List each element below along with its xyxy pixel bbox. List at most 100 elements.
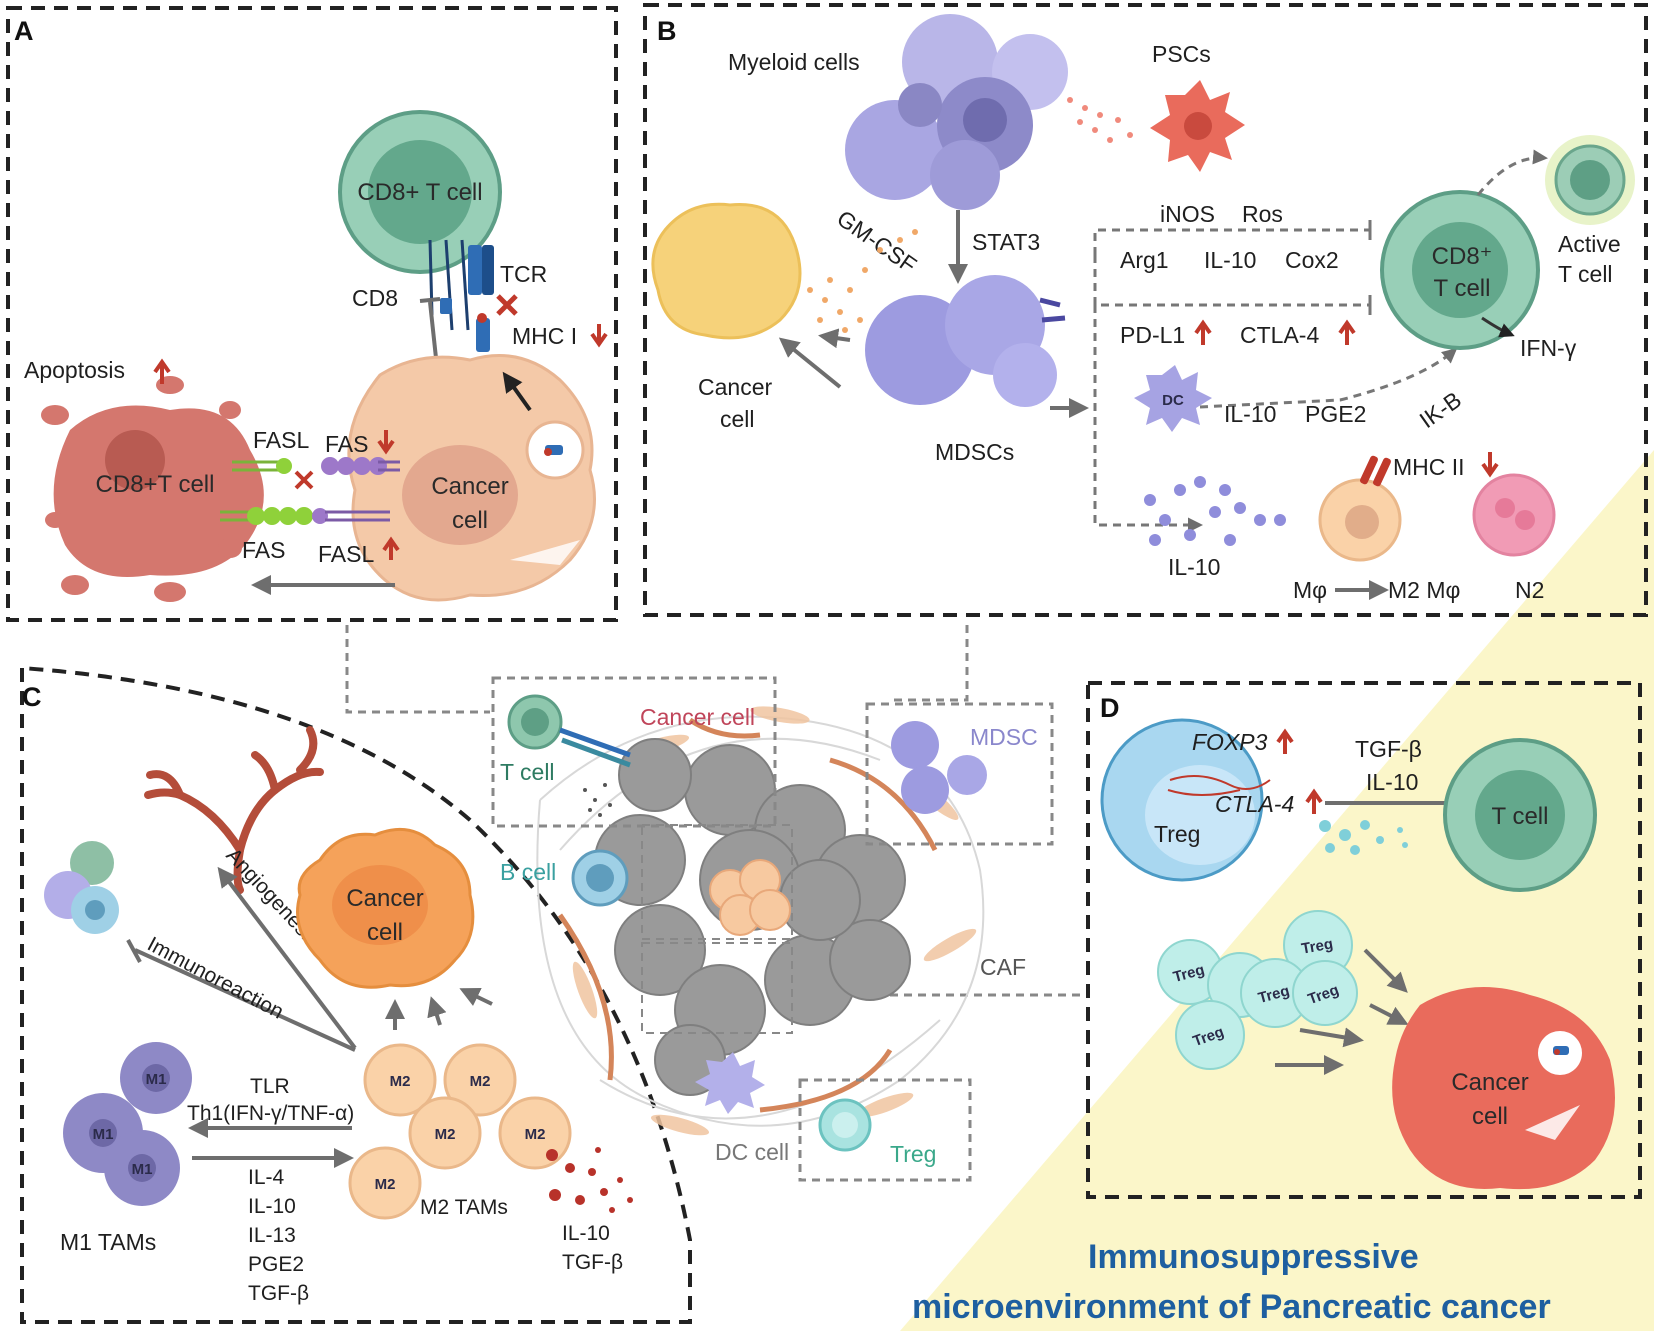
cancer-cell-a: Cancer cell (347, 354, 596, 602)
cancer-d-line2: cell (1472, 1103, 1508, 1130)
m2-label: M2 (435, 1126, 456, 1143)
center-bcell-label: B cell (500, 859, 556, 885)
immunoreaction-label: Immunoreaction (143, 933, 287, 1024)
foxp3-label: FOXP3 (1192, 729, 1268, 755)
ikb-label: IK-B (1415, 386, 1467, 433)
m1-tams: M1 M1 M1 (63, 1042, 192, 1206)
connector-lines (345, 625, 1085, 997)
up-arrow-icon (1305, 788, 1323, 814)
m1-label: M1 (93, 1126, 114, 1143)
center-t-cell (507, 694, 692, 817)
center-tcell-label: T cell (500, 759, 555, 785)
cancer-c-line1: Cancer (346, 885, 423, 912)
il10-dots (1144, 476, 1286, 546)
up-arrow-icon (153, 358, 171, 384)
mdscs-label: MDSCs (935, 439, 1014, 465)
center-cancer-label: Cancer cell (640, 704, 755, 730)
active-line1: Active (1558, 231, 1621, 257)
fasl-top-label: FASL (253, 427, 309, 453)
cd8-b-line2: T cell (1434, 275, 1491, 302)
ros-label: Ros (1242, 201, 1283, 227)
active-t-cell (1545, 135, 1635, 225)
cytokine-left-1: IL-10 (248, 1195, 296, 1218)
cancer-b-line2: cell (720, 406, 755, 432)
psc-secretion-dots (1067, 97, 1133, 143)
cancer-cell-b (651, 202, 802, 340)
center-mdsc-label: MDSC (970, 724, 1038, 750)
dc-cell-b: DC (1134, 365, 1212, 432)
m2-label: M2 (390, 1073, 411, 1090)
tcr-label: TCR (500, 261, 547, 287)
m2-tams: M2 M2 M2 M2 M2 (348, 1043, 572, 1220)
up-arrow-icon (1276, 728, 1294, 754)
m2-label: M2 (375, 1176, 396, 1193)
gmcsf-dots (807, 229, 918, 333)
fas-top-label: FAS (325, 431, 368, 457)
cytokine-left-4: TGF-β (248, 1282, 309, 1305)
cancer-b-line1: Cancer (698, 374, 772, 400)
tcr-receptor (444, 239, 494, 352)
down-arrow-icon (377, 430, 395, 455)
m2-label: M2 (525, 1126, 546, 1143)
mhc2-label: MHC II (1393, 454, 1465, 480)
cd8-t-cell-label: CD8+ T cell (357, 179, 482, 206)
pdl1-label: PD-L1 (1120, 322, 1185, 348)
ctla4-d-label: CTLA-4 (1215, 791, 1294, 817)
t-cell-d-label: T cell (1492, 803, 1549, 830)
cytokine-left-2: IL-13 (248, 1224, 296, 1247)
panel-a-letter: A (14, 16, 34, 46)
panel-b: B Myeloid cells PSCs Cancer cell GM-C (643, 3, 1648, 617)
m1-label: M1 (146, 1071, 167, 1088)
cancer-d-line1: Cancer (1451, 1069, 1528, 1096)
fasl-bottom-label: FASL (318, 541, 374, 567)
cancer-a-line2: cell (452, 507, 488, 534)
center-treg-label: Treg (890, 1141, 936, 1167)
up-arrow-icon (1338, 319, 1356, 345)
panel-d: D FOXP3 CTLA-4 Treg TGF-β IL-10 T cell (1086, 681, 1642, 1199)
treg-large-cell (1100, 718, 1271, 882)
pscs-cell (1150, 80, 1245, 172)
th1-label: Th1(IFN-γ/TNF-α) (187, 1102, 354, 1125)
m2-tams-label: M2 TAMs (420, 1196, 508, 1219)
m2mphi-label: M2 Mφ (1388, 577, 1460, 603)
tumor-microenvironment: T cell Cancer cell MDSC B cell CAF DC ce… (491, 676, 1054, 1182)
n2-neutrophil (1472, 473, 1556, 557)
stat3-label: STAT3 (972, 229, 1040, 255)
cytokine-right-1: TGF-β (562, 1251, 623, 1274)
myeloid-label: Myeloid cells (728, 49, 860, 75)
down-arrow-icon (590, 324, 608, 348)
m2-secretion-dots (546, 1147, 633, 1213)
il10-d-label: IL-10 (1366, 769, 1418, 795)
m2-label: M2 (470, 1073, 491, 1090)
fas-bottom-label: FAS (242, 537, 285, 563)
cancer-cell-c: Cancer cell (296, 827, 475, 989)
apoptosis-label: Apoptosis (24, 357, 125, 383)
treg-large-label: Treg (1154, 821, 1200, 847)
myeloid-cells-cluster (845, 14, 1068, 210)
tgfb-label: TGF-β (1355, 736, 1422, 762)
mhc1-label: MHC I (512, 323, 577, 349)
cytokine-right-0: IL-10 (562, 1222, 610, 1245)
panel-c: C Angiogenesis Immunoreaction Cancer cel… (20, 666, 692, 1324)
center-mdsc (891, 721, 987, 814)
il10-a-label: IL-10 (1204, 247, 1256, 273)
cancer-cell-d (1392, 987, 1615, 1190)
immune-cells-cluster (44, 841, 119, 934)
up-arrow-icon (382, 536, 400, 560)
mphi-label: Mφ (1293, 577, 1327, 603)
n2-label: N2 (1515, 577, 1544, 603)
cd8-t-cell: CD8+ T cell (338, 110, 502, 274)
dying-cell-label: CD8+T cell (96, 471, 215, 498)
mdscs-cluster (865, 275, 1066, 407)
apoptotic-cd8-cell: CD8+T cell (41, 376, 264, 602)
pscs-label: PSCs (1152, 41, 1211, 67)
panel-d-letter: D (1100, 693, 1120, 723)
center-caf-label: CAF (980, 954, 1026, 980)
panel-b-letter: B (657, 16, 677, 46)
inos-label: iNOS (1160, 201, 1215, 227)
x-mark-icon (496, 294, 518, 316)
cytokine-left-3: PGE2 (248, 1253, 304, 1276)
dc-label: DC (1162, 392, 1184, 409)
fas-fasl-pair-bottom (220, 507, 390, 525)
